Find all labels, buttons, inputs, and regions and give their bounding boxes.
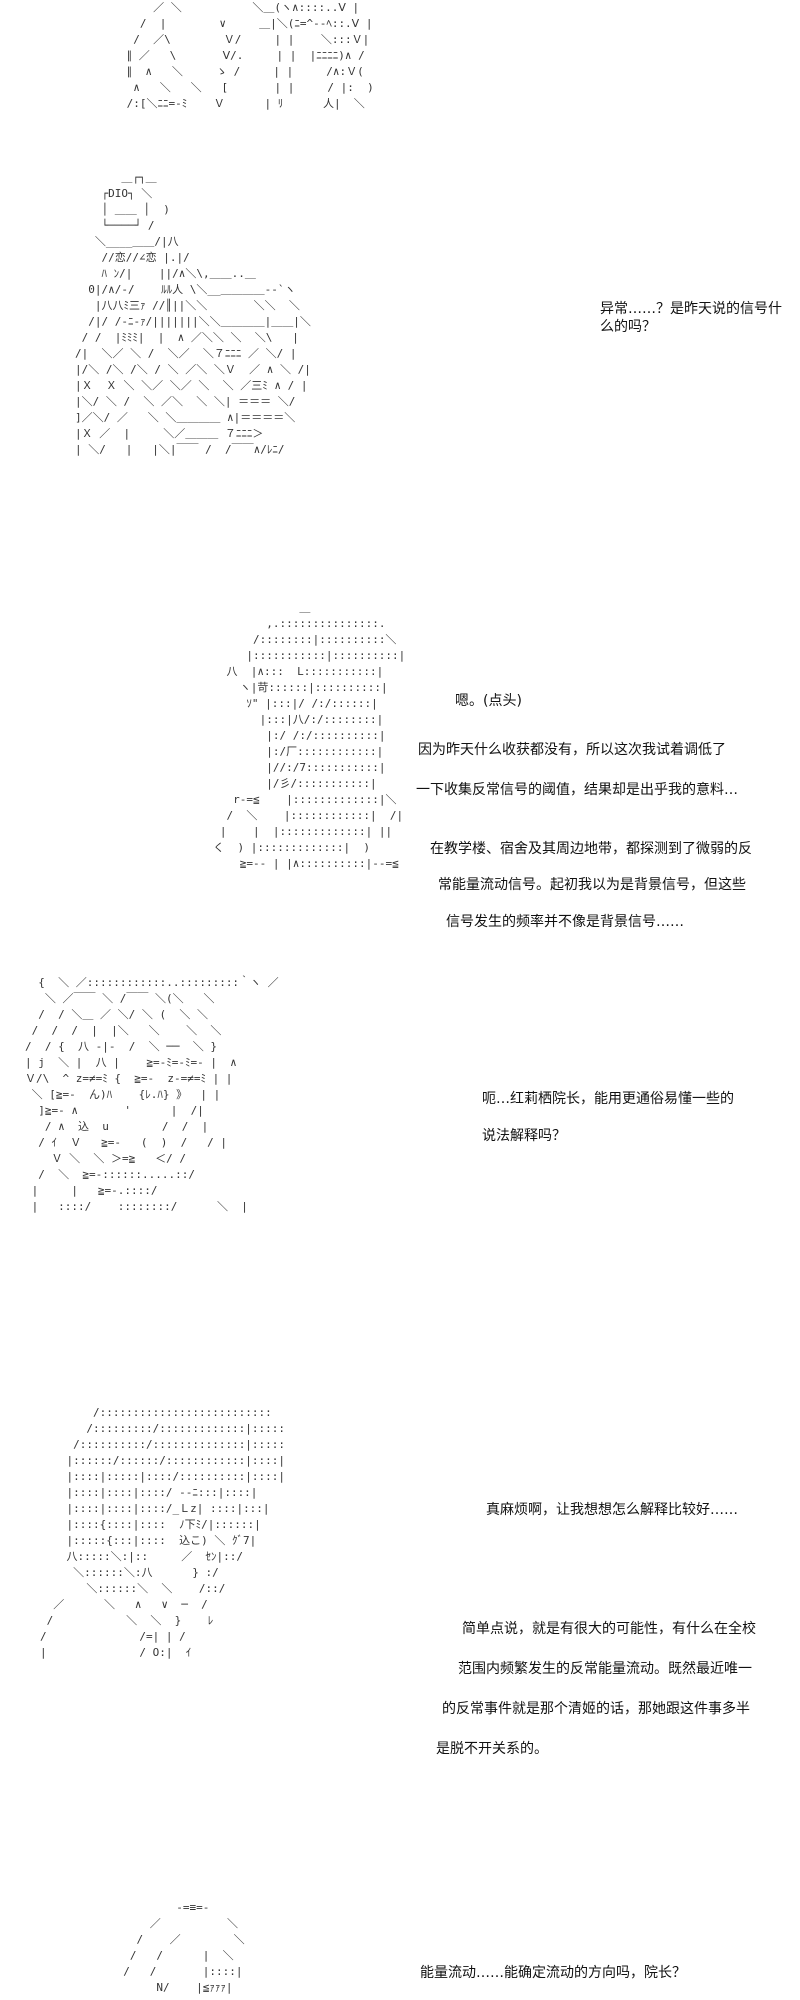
dialogue-line: 在教学楼、宿舍及其周边地带，都探测到了微弱的反 — [430, 841, 752, 857]
ascii-art-kurisu: ＿ ,.:::::::::::::::. /::::::::|:::::::::… — [213, 601, 406, 870]
ascii-art-bottom: ‐=≡=- ／ ＼ / ／ ＼ / / | ＼ / / |::::| N/ |≦… — [123, 1901, 245, 1994]
ascii-art-dio: ＿┌┐＿ ┌DIO┐ ＼ │ ＿＿ │ ) └────┘ / ＼____＿＿/|… — [75, 171, 311, 456]
dialogue-line: 简单点说，就是有很大的可能性，有什么在全校 — [462, 1621, 756, 1637]
ascii-art-boy: { ＼ ／::::::::::::..:::::::::｀ヽ ／ ＼ ／￣￣ ＼… — [25, 976, 279, 1213]
dialogue-line: 真麻烦啊，让我想想怎么解释比较好…… — [486, 1502, 738, 1518]
dialogue-line: 嗯。(点头) — [455, 693, 522, 709]
dialogue-line: 范围内频繁发生的反常能量流动。既然最近唯一 — [458, 1661, 752, 1677]
dialogue-line: 异常……？是昨天说的信号什么的吗？ — [600, 301, 782, 335]
dialogue-line: 常能量流动信号。起初我以为是背景信号，但这些 — [438, 877, 746, 893]
dialogue-line: 能量流动……能确定流动的方向吗，院长？ — [420, 1965, 686, 1981]
ascii-art-kurisu-thinking: /:::::::::::::::::::::::::: /:::::::::/:… — [40, 1406, 286, 1659]
dialogue-line: 的反常事件就是那个清姬的话，那她跟这件事多半 — [442, 1701, 750, 1717]
dialogue-line: 说法解释吗？ — [482, 1128, 566, 1144]
ascii-art-top: ／ ＼ ＼＿(ヽ∧::::..Ⅴ | / | ∨ ＿|＼(ﾆ=^‐-ﾍ::.Ⅴ … — [126, 1, 374, 110]
dialogue-line: 一下收集反常信号的阈值，结果却是出乎我的意料… — [416, 782, 738, 798]
dialogue-line: 呃…红莉栖院长，能用更通俗易懂一些的 — [482, 1091, 734, 1107]
dialogue-line: 是脱不开关系的。 — [436, 1741, 548, 1757]
dialogue-line: 信号发生的频率并不像是背景信号…… — [446, 914, 684, 930]
dialogue-line: 因为昨天什么收获都没有，所以这次我试着调低了 — [418, 742, 726, 758]
